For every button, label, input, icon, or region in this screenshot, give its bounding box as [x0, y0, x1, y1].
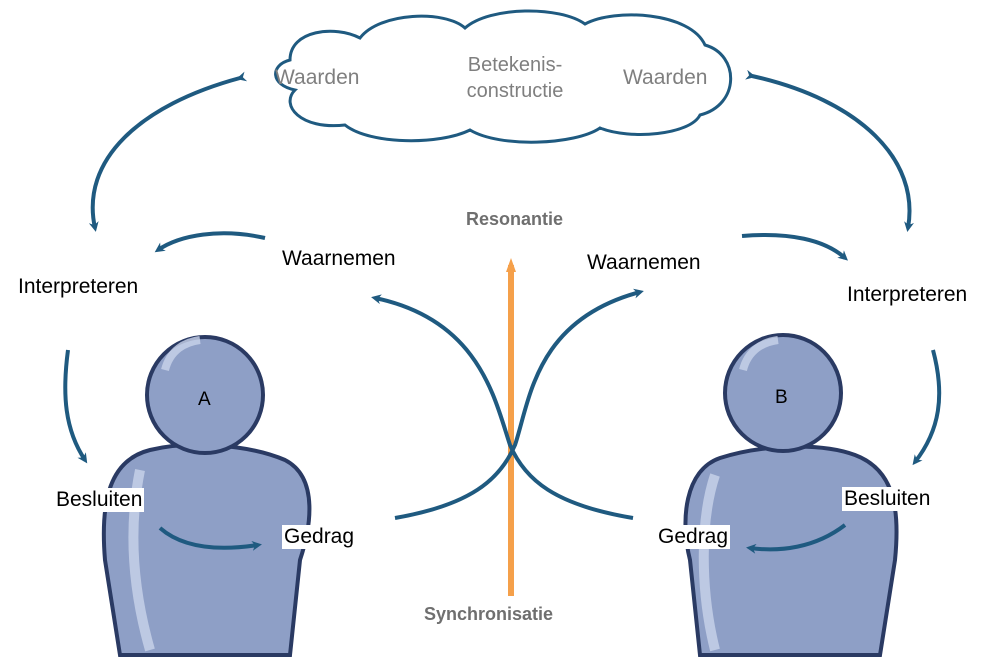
arrow-waarden-interpreteren-b: [745, 69, 914, 232]
waarden-left-label: Waarden: [275, 66, 360, 89]
person-a-letter: A: [198, 389, 211, 410]
betekenis-line1: Betekenis-: [467, 54, 563, 76]
besluiten-b-label: Besluiten: [842, 487, 933, 511]
arrow-waarnemen-interpreteren-b: [741, 232, 848, 261]
person-a-figure: [101, 335, 312, 657]
arrow-besluiten-gedrag-b: [746, 523, 847, 554]
interpreteren-b-label: Interpreteren: [847, 283, 968, 306]
cloud-shape: [274, 9, 733, 144]
arrow-besluiten-gedrag-a: [158, 526, 262, 551]
arrow-interpreteren-besluiten-a: [63, 349, 88, 464]
person-b-letter: B: [775, 387, 788, 408]
betekenis-constructie-label: Betekenis- constructie: [440, 52, 590, 104]
synchronisatie-label: Synchronisatie: [424, 604, 554, 624]
betekenis-line2: constructie: [466, 80, 564, 102]
resonantie-label: Resonantie: [466, 209, 564, 229]
curve-gedrag-a-to-waarnemen-b: [394, 288, 644, 520]
curve-gedrag-b-to-waarnemen-a: [371, 294, 634, 520]
arrow-interpreteren-besluiten-b: [912, 349, 942, 466]
waarnemen-a-label: Waarnemen: [282, 247, 396, 270]
waarnemen-b-label: Waarnemen: [587, 251, 701, 274]
gedrag-a-label: Gedrag: [282, 525, 357, 549]
arrow-waarden-interpreteren-a: [88, 71, 248, 232]
person-b-figure: [683, 333, 899, 657]
waarden-right-label: Waarden: [623, 66, 708, 89]
interpreteren-a-label: Interpreteren: [18, 275, 139, 298]
arrow-waarnemen-interpreteren-a: [154, 231, 266, 253]
gedrag-b-label: Gedrag: [656, 525, 731, 549]
besluiten-a-label: Besluiten: [54, 488, 145, 512]
